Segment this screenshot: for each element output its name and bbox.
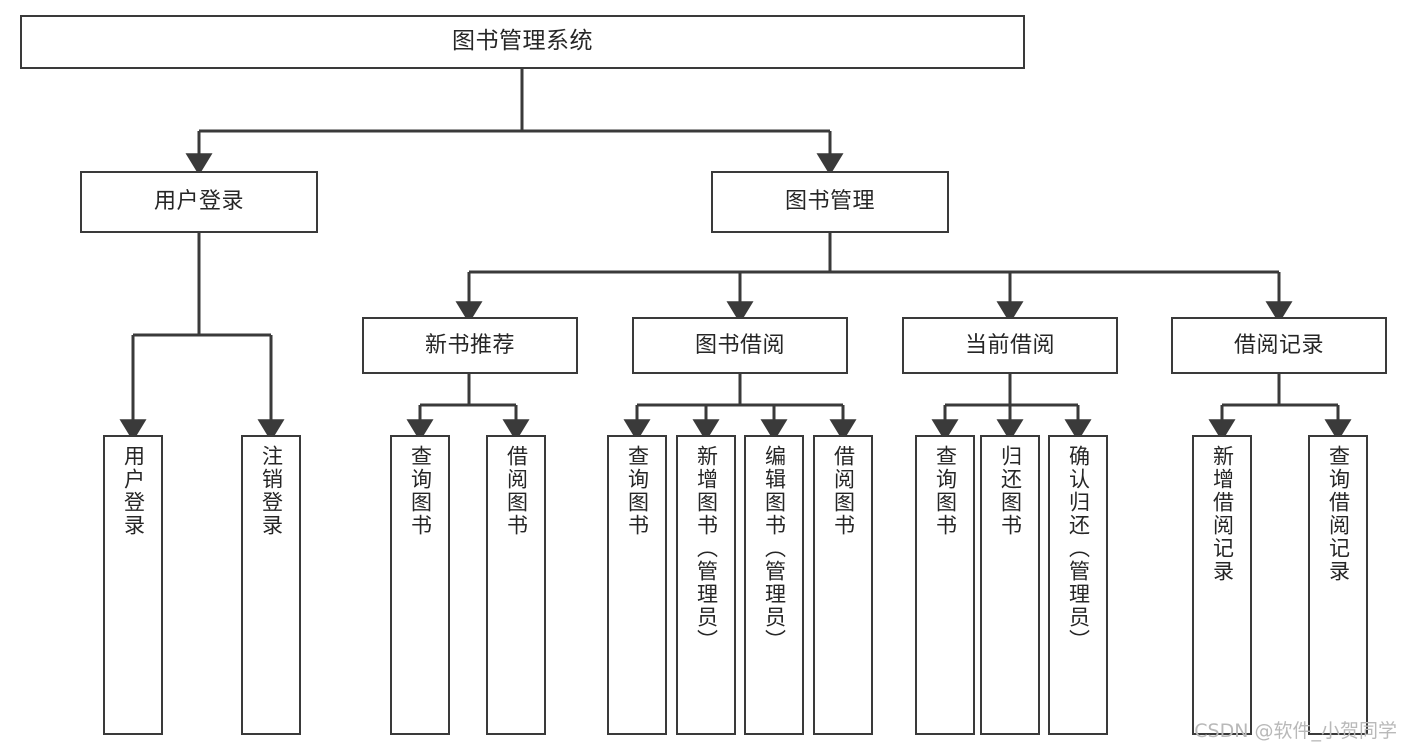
leaf-borrow-query-book[interactable]: 查询图书 bbox=[607, 435, 667, 735]
leaf-borrow-borrow-book[interactable]: 借阅图书 bbox=[813, 435, 873, 735]
node-new-book-recommend[interactable]: 新书推荐 bbox=[362, 317, 578, 374]
node-label: 查询借阅记录 bbox=[1326, 445, 1351, 583]
node-label: 当前借阅 bbox=[964, 332, 1055, 358]
node-label: 用户登录 bbox=[153, 189, 244, 215]
leaf-newbook-borrow-book[interactable]: 借阅图书 bbox=[486, 435, 546, 735]
node-label: 图书借阅 bbox=[694, 332, 785, 358]
csdn-watermark: CSDN @软件_小贺同学 bbox=[1194, 720, 1397, 742]
node-label: 编辑图书（管理员） bbox=[762, 445, 787, 652]
node-label: 确认归还（管理员） bbox=[1066, 445, 1091, 652]
leaf-record-add-record[interactable]: 新增借阅记录 bbox=[1192, 435, 1252, 735]
node-label: 归还图书 bbox=[998, 445, 1023, 537]
node-label: 新增借阅记录 bbox=[1210, 445, 1235, 583]
node-label: 注销登录 bbox=[259, 445, 284, 537]
node-label: 图书管理 bbox=[784, 189, 875, 215]
node-label: 用户登录 bbox=[121, 445, 146, 537]
node-current-borrow[interactable]: 当前借阅 bbox=[902, 317, 1118, 374]
node-label: 查询图书 bbox=[933, 445, 958, 537]
node-label: 查询图书 bbox=[408, 445, 433, 537]
leaf-logout[interactable]: 注销登录 bbox=[241, 435, 301, 735]
leaf-newbook-query-book[interactable]: 查询图书 bbox=[390, 435, 450, 735]
leaf-record-query-record[interactable]: 查询借阅记录 bbox=[1308, 435, 1368, 735]
leaf-user-login[interactable]: 用户登录 bbox=[103, 435, 163, 735]
node-label: 图书管理系统 bbox=[452, 28, 593, 55]
node-label: 借阅图书 bbox=[504, 445, 529, 537]
leaf-borrow-edit-book-admin[interactable]: 编辑图书（管理员） bbox=[744, 435, 804, 735]
node-label: 新书推荐 bbox=[424, 332, 515, 358]
node-label: 借阅记录 bbox=[1233, 332, 1324, 358]
node-label: 查询图书 bbox=[625, 445, 650, 537]
node-user-login[interactable]: 用户登录 bbox=[80, 171, 318, 233]
node-root-system[interactable]: 图书管理系统 bbox=[20, 15, 1025, 69]
node-label: 新增图书（管理员） bbox=[694, 445, 719, 652]
node-borrow-record[interactable]: 借阅记录 bbox=[1171, 317, 1387, 374]
leaf-current-confirm-return-admin[interactable]: 确认归还（管理员） bbox=[1048, 435, 1108, 735]
node-book-management[interactable]: 图书管理 bbox=[711, 171, 949, 233]
node-book-borrow[interactable]: 图书借阅 bbox=[632, 317, 848, 374]
node-label: 借阅图书 bbox=[831, 445, 856, 537]
leaf-current-query-book[interactable]: 查询图书 bbox=[915, 435, 975, 735]
leaf-borrow-add-book-admin[interactable]: 新增图书（管理员） bbox=[676, 435, 736, 735]
leaf-current-return-book[interactable]: 归还图书 bbox=[980, 435, 1040, 735]
